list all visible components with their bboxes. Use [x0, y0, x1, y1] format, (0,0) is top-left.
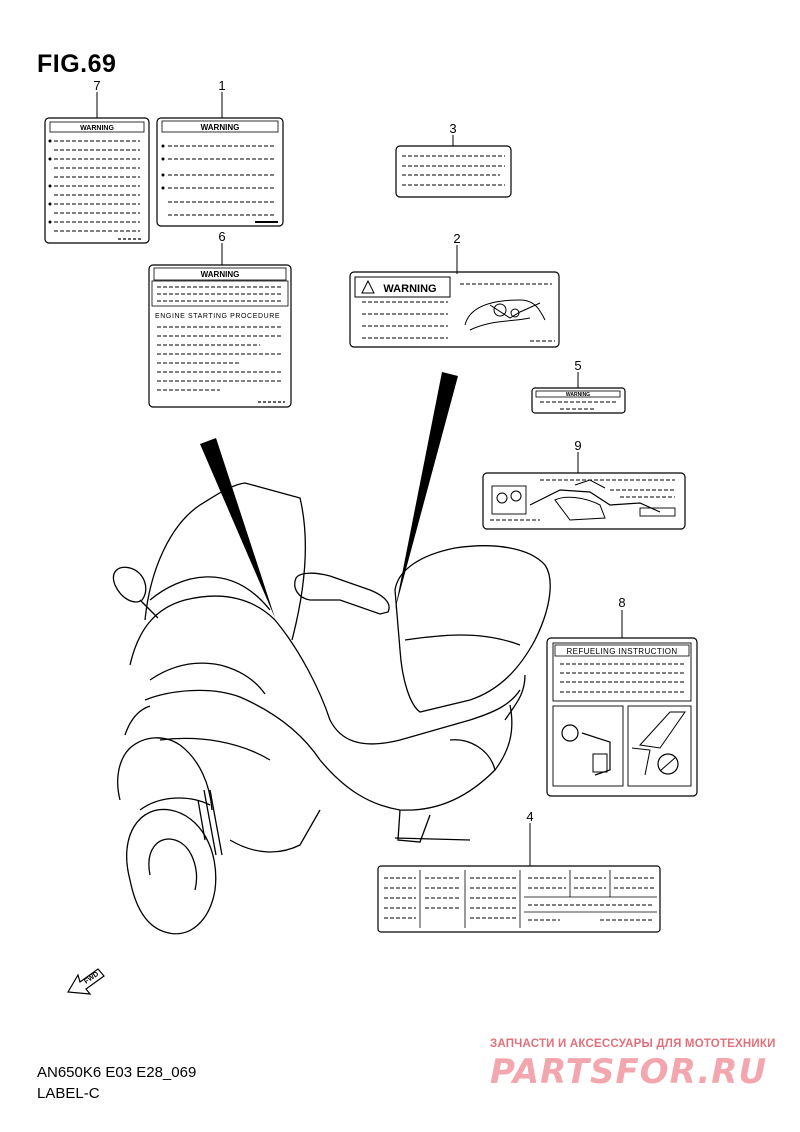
watermark-logo: PARTSFOR.RU	[490, 1052, 768, 1092]
callout-2: 2	[453, 231, 460, 246]
section-name: LABEL-C	[37, 1085, 100, 1102]
label-6[interactable]: WARNING ENGINE STARTING PROCEDURE	[148, 243, 292, 408]
warning-heading: WARNING	[201, 123, 240, 132]
engine-starting-heading: ENGINE STARTING PROCEDURE	[155, 313, 280, 320]
warning-heading: WARNING	[201, 270, 240, 279]
figure-title: FIG.69	[37, 50, 117, 78]
callout-3: 3	[449, 121, 456, 136]
label-3[interactable]	[395, 135, 512, 198]
callout-1: 1	[218, 78, 225, 93]
callout-numbers: 7 1 3 6 2 5 9 8 4	[93, 78, 625, 824]
warning-heading: WARNING	[80, 125, 114, 132]
pointer-lines	[200, 372, 458, 618]
callout-4: 4	[526, 809, 533, 824]
label-8[interactable]: REFUELING INSTRUCTION	[546, 610, 698, 797]
warning-heading: WARNING	[566, 392, 590, 398]
fwd-arrow-icon: FWD	[67, 968, 105, 995]
callout-6: 6	[218, 229, 225, 244]
scooter-outline	[112, 482, 551, 935]
warning-heading: WARNING	[383, 283, 436, 295]
label-1[interactable]: WARNING	[156, 92, 284, 227]
watermark-tagline: ЗАПЧАСТИ И АКСЕССУАРЫ ДЛЯ МОТОТЕХНИКИ	[490, 1038, 776, 1050]
label-4[interactable]	[377, 823, 661, 933]
callout-8: 8	[618, 595, 625, 610]
callout-7: 7	[93, 78, 100, 93]
callout-9: 9	[574, 438, 581, 453]
model-code: AN650K6 E03 E28_069	[37, 1064, 197, 1081]
callout-5: 5	[574, 358, 581, 373]
label-5[interactable]: WARNING	[531, 372, 626, 414]
refueling-heading: REFUELING INSTRUCTION	[566, 647, 677, 656]
label-9[interactable]	[482, 452, 686, 530]
label-7[interactable]: WARNING	[44, 92, 150, 244]
label-2[interactable]: WARNING	[349, 245, 560, 348]
